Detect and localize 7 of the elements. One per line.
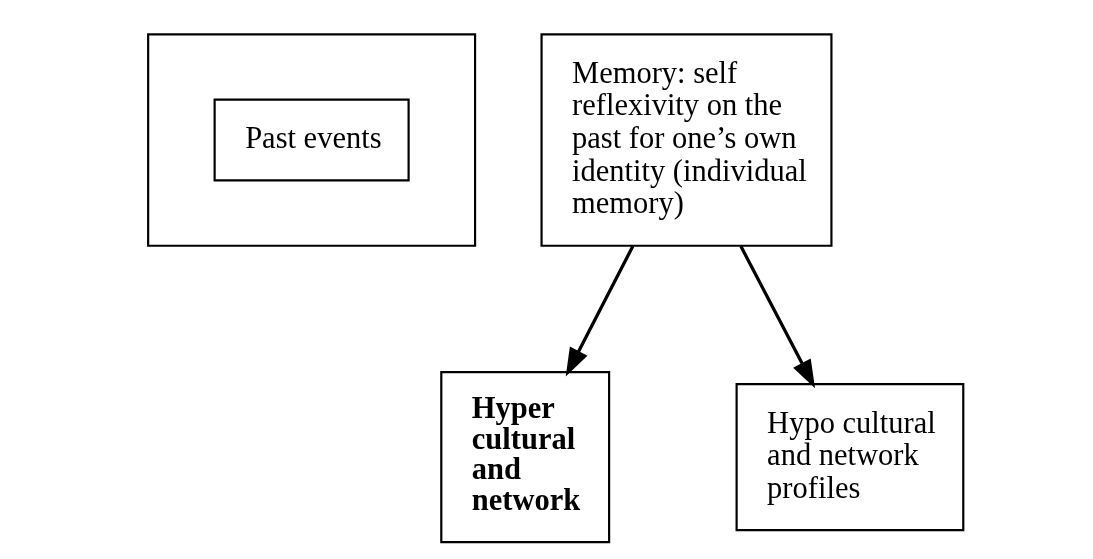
node-box: Memory: self reflexivity on the past for one’s own identity (individual memory) bbox=[539, 33, 832, 247]
node-box: Hyper cultural and network bbox=[439, 371, 610, 544]
arrow bbox=[565, 245, 634, 377]
node-box: Hypo cultural and network profiles bbox=[735, 383, 964, 532]
cluster bbox=[146, 33, 476, 247]
node-box: Past events bbox=[213, 98, 410, 182]
arrow bbox=[738, 245, 815, 389]
